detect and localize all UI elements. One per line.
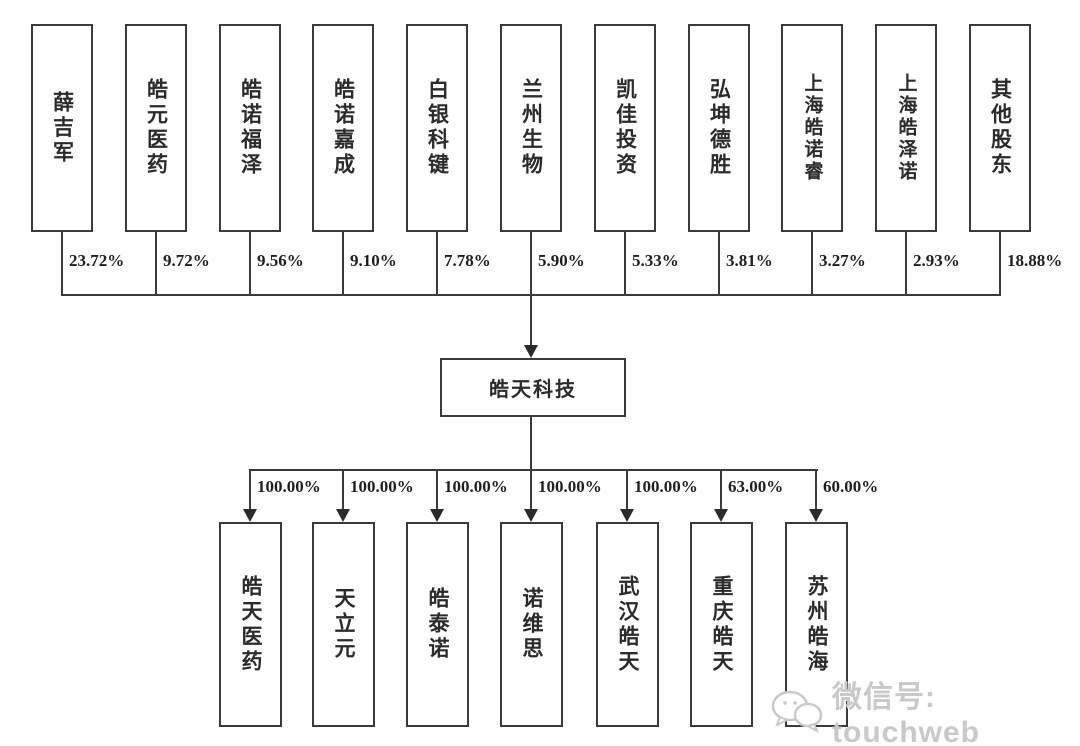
connector-line <box>436 232 438 296</box>
top-ownership-pct-1: 23.72% <box>69 251 125 270</box>
parent-company-name: 皓天科技 <box>489 377 577 401</box>
connector-line <box>999 232 1001 296</box>
connector-line <box>342 471 344 510</box>
wechat-icon <box>770 689 824 734</box>
subsidiary-name: 天立元 <box>332 587 356 662</box>
subsidiary-pct-2: 100.00% <box>350 477 414 496</box>
connector-line <box>61 232 63 296</box>
connector-line <box>249 232 251 296</box>
top-shareholder-name: 弘坤德胜 <box>707 78 732 178</box>
top-shareholder-box-3: 皓诺福泽 <box>219 24 281 232</box>
top-shareholder-name: 凯佳投资 <box>613 78 638 178</box>
arrow-down-icon <box>336 509 350 522</box>
top-shareholder-name: 兰州生物 <box>519 78 544 178</box>
subsidiary-box-3: 皓泰诺 <box>406 522 469 727</box>
arrow-down-icon <box>524 345 538 358</box>
watermark-label: 微信号: touchweb <box>832 681 980 746</box>
top-shareholder-name: 上海皓诺睿 <box>801 73 824 183</box>
arrow-down-icon <box>430 509 444 522</box>
subsidiary-name: 皓泰诺 <box>426 587 450 662</box>
connector-line <box>718 232 720 296</box>
subsidiary-name: 皓天医药 <box>239 574 263 675</box>
top-ownership-pct-10: 2.93% <box>913 251 960 270</box>
top-ownership-pct-11: 18.88% <box>1007 251 1063 270</box>
subsidiary-pct-5: 100.00% <box>634 477 698 496</box>
subsidiary-box-6: 重庆皓天 <box>690 522 753 727</box>
top-ownership-pct-4: 9.10% <box>350 251 397 270</box>
subsidiary-pct-4: 100.00% <box>538 477 602 496</box>
top-shareholder-box-2: 皓元医药 <box>125 24 187 232</box>
top-shareholder-name: 薛吉军 <box>50 90 75 166</box>
connector-line <box>530 232 532 296</box>
top-shareholder-box-11: 其他股东 <box>969 24 1031 232</box>
connector-line <box>815 471 817 510</box>
connector-line <box>436 471 438 510</box>
top-shareholder-name: 白银科键 <box>425 78 450 178</box>
top-shareholder-box-10: 上海皓泽诺 <box>875 24 937 232</box>
subsidiary-name: 武汉皓天 <box>616 574 640 675</box>
top-shareholder-name: 其他股东 <box>988 78 1013 178</box>
connector-line <box>249 471 251 510</box>
top-shareholder-box-9: 上海皓诺睿 <box>781 24 843 232</box>
subsidiary-box-4: 诺维思 <box>500 522 563 727</box>
connector-line <box>626 471 628 510</box>
top-ownership-pct-6: 5.90% <box>538 251 585 270</box>
top-ownership-pct-8: 3.81% <box>726 251 773 270</box>
subsidiary-box-5: 武汉皓天 <box>596 522 659 727</box>
top-ownership-pct-2: 9.72% <box>163 251 210 270</box>
subsidiary-name: 重庆皓天 <box>710 574 734 675</box>
arrow-down-icon <box>243 509 257 522</box>
subsidiary-bus-line <box>249 469 818 471</box>
connector-line <box>342 232 344 296</box>
top-ownership-pct-9: 3.27% <box>819 251 866 270</box>
top-shareholder-box-6: 兰州生物 <box>500 24 562 232</box>
connector-line <box>530 417 532 471</box>
top-shareholder-name: 皓诺福泽 <box>238 78 263 178</box>
connector-line <box>720 471 722 510</box>
subsidiary-pct-7: 60.00% <box>823 477 879 496</box>
top-ownership-pct-7: 5.33% <box>632 251 679 270</box>
subsidiary-pct-3: 100.00% <box>444 477 508 496</box>
subsidiary-pct-6: 63.00% <box>728 477 784 496</box>
subsidiary-box-2: 天立元 <box>312 522 375 727</box>
subsidiary-name: 苏州皓海 <box>805 574 829 675</box>
top-shareholder-name: 皓元医药 <box>144 78 169 178</box>
arrow-down-icon <box>524 509 538 522</box>
connector-line <box>811 232 813 296</box>
connector-line <box>624 232 626 296</box>
top-shareholder-box-4: 皓诺嘉成 <box>312 24 374 232</box>
connector-line <box>155 232 157 296</box>
subsidiary-pct-1: 100.00% <box>257 477 321 496</box>
top-shareholder-box-7: 凯佳投资 <box>594 24 656 232</box>
arrow-down-icon <box>809 509 823 522</box>
parent-company-box: 皓天科技 <box>440 358 626 417</box>
top-shareholder-box-1: 薛吉军 <box>31 24 93 232</box>
top-shareholder-box-8: 弘坤德胜 <box>688 24 750 232</box>
arrow-down-icon <box>714 509 728 522</box>
arrow-down-icon <box>620 509 634 522</box>
watermark: 微信号: touchweb <box>770 672 1080 746</box>
top-shareholder-name: 皓诺嘉成 <box>331 78 356 178</box>
connector-line <box>530 294 532 346</box>
connector-line <box>530 471 532 510</box>
top-shareholder-box-5: 白银科键 <box>406 24 468 232</box>
subsidiary-name: 诺维思 <box>520 587 544 662</box>
top-ownership-pct-5: 7.78% <box>444 251 491 270</box>
top-ownership-pct-3: 9.56% <box>257 251 304 270</box>
subsidiary-box-1: 皓天医药 <box>219 522 282 727</box>
connector-line <box>905 232 907 296</box>
top-shareholder-name: 上海皓泽诺 <box>895 73 918 183</box>
